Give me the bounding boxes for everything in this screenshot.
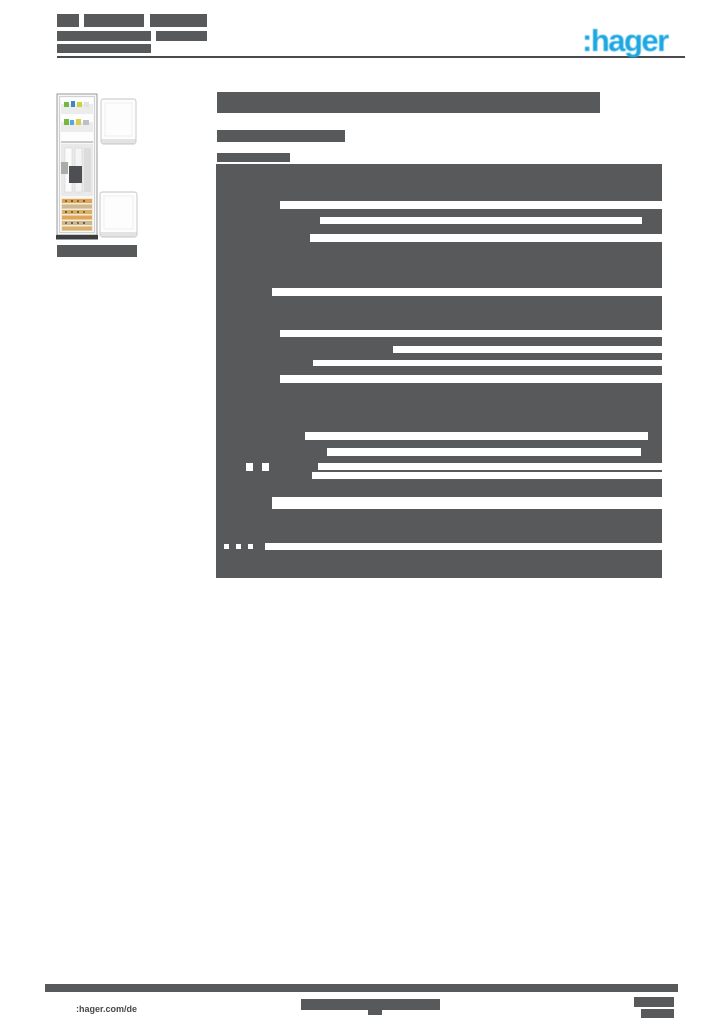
hager-logo: :hager	[582, 23, 669, 58]
header-line2-seg2	[156, 31, 207, 41]
table-row-gap	[310, 234, 662, 242]
table-row-gap	[318, 463, 662, 470]
header-rule	[57, 56, 685, 58]
table-row-gap	[280, 330, 662, 337]
cabinet-base	[56, 235, 98, 240]
table-row-gap	[327, 448, 641, 456]
footer-right-line1	[634, 997, 674, 1007]
header-line2-seg1	[57, 31, 151, 41]
label-speck	[262, 463, 269, 471]
table-row-gap	[320, 217, 642, 224]
footer-link[interactable]: :hager.com/de	[76, 1004, 138, 1014]
header-line3	[57, 44, 151, 53]
footer-right-line2	[641, 1009, 674, 1018]
spec-table-block	[216, 164, 662, 578]
cabinet-terminals	[61, 198, 93, 231]
table-row-gap	[272, 497, 662, 509]
label-speck	[236, 544, 241, 549]
header-line1-seg2	[84, 14, 144, 27]
header-line1-seg1	[57, 14, 79, 27]
footer-strip	[45, 984, 678, 992]
table-row-gap	[305, 432, 648, 440]
page-title-redacted	[217, 92, 600, 113]
cover-box-top	[100, 98, 137, 145]
product-photo	[56, 93, 138, 240]
label-speck	[224, 544, 229, 549]
section-subtitle-redacted	[217, 130, 345, 142]
table-row-gap	[280, 375, 662, 383]
figure-caption-redacted	[57, 245, 137, 257]
footer-center-redacted	[301, 999, 440, 1010]
footer-link-box: :hager.com/de	[72, 993, 167, 1019]
label-speck	[246, 463, 253, 471]
cover-box-bottom	[99, 191, 138, 238]
table-row-gap	[280, 201, 662, 209]
table-row-gap	[265, 543, 662, 550]
label-speck	[248, 544, 253, 549]
header-line1-seg3	[150, 14, 207, 27]
table-row-gap	[393, 346, 662, 353]
table-kicker-redacted	[217, 153, 290, 162]
table-row-gap	[312, 472, 662, 479]
table-row-gap	[272, 288, 662, 296]
cabinet-mid-panel	[61, 144, 93, 196]
table-row-gap	[313, 360, 662, 366]
cabinet-top-modules	[61, 98, 93, 143]
footer-center-descender	[368, 1010, 382, 1015]
